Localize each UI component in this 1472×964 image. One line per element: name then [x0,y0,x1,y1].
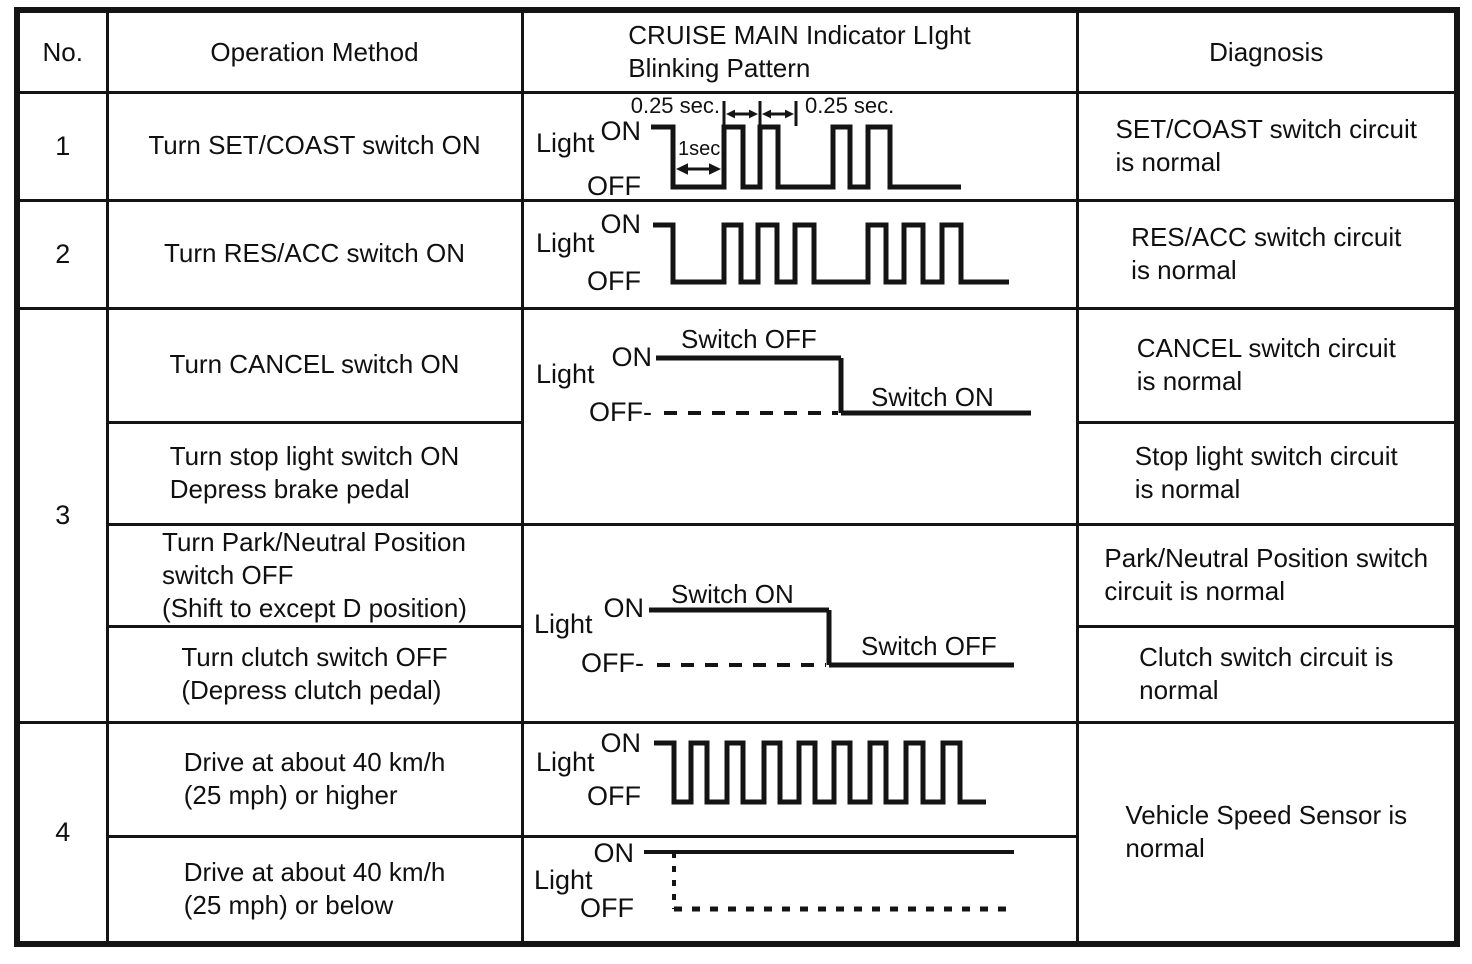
operation-text: Turn stop light switch ON Depress brake … [169,440,460,504]
header-row: No. Operation Method CRUISE MAIN Indicat… [15,8,1459,94]
operation-method-cell: Turn CANCEL switch ON [105,306,524,424]
svg-text:ON: ON [600,116,641,146]
table-row-4-higher: 4 Drive at about 40 km/h (25 mph) or hig… [15,720,1459,946]
table-row-4-below: Drive at about 40 km/h (25 mph) or below… [17,834,1457,946]
diagnosis-cell: CANCEL switch circuit is normal [1075,306,1459,424]
svg-text:OFF: OFF [587,171,641,197]
svg-text:Light: Light [536,128,595,158]
row-number: 4 [15,720,109,946]
park-neutral-clutch-waveform: Light ON OFF- Switch ON Switch OFF [534,579,1014,678]
svg-text:OFF: OFF [580,893,634,923]
column-header-pattern: CRUISE MAIN Indicator LIght Blinking Pat… [520,8,1079,94]
column-header-diagnosis: Diagnosis [1075,8,1459,94]
svg-text:ON: ON [593,838,634,868]
table-row-3-clutch: Turn clutch switch OFF (Depress clutch p… [17,624,1459,724]
row-number: 2 [15,198,109,310]
operation-text: Turn Park/Neutral Position switch OFF (S… [162,526,467,623]
svg-text:OFF-: OFF- [589,397,652,427]
diagnosis-text: Stop light switch circuit is normal [1134,440,1398,504]
diagnosis-cell: Clutch switch circuit is normal [1075,624,1459,724]
diagnosis-text: SET/COAST switch circuit is normal [1115,113,1417,177]
operation-text: Turn RES/ACC switch ON [164,238,465,269]
diagnosis-cell: Stop light switch circuit is normal [1075,420,1459,526]
operation-text: Drive at about 40 km/h (25 mph) or below [183,857,446,921]
svg-text:0.25 sec.: 0.25 sec. [805,95,894,118]
diagnosis-cell: Vehicle Speed Sensor is normal [1075,720,1459,946]
diagnosis-text: Park/Neutral Position switch circuit is … [1104,543,1429,607]
svg-text:Light: Light [536,228,595,258]
cruise-diagnostic-table: No. Operation Method CRUISE MAIN Indicat… [14,7,1460,947]
svg-text:Switch OFF: Switch OFF [861,631,997,661]
svg-text:Light: Light [534,609,593,639]
blinking-pattern-cell: Light ON OFF- Switch OFF Switch ON [520,306,1079,526]
operation-method-cell: Turn SET/COAST switch ON [105,90,524,202]
blinking-pattern-cell: Light ON OFF- Switch ON Switch OFF [520,522,1079,724]
svg-text:ON: ON [600,209,641,239]
svg-text:ON: ON [611,342,652,372]
column-header-operation: Operation Method [105,8,524,94]
operation-method-cell: Drive at about 40 km/h (25 mph) or below [105,834,524,946]
row-number: 1 [15,90,109,202]
svg-text:ON: ON [603,593,644,623]
column-header-no: No. [15,8,109,94]
operation-method-cell: Turn stop light switch ON Depress brake … [105,420,524,526]
operation-method-cell: Drive at about 40 km/h (25 mph) or highe… [105,720,524,838]
operation-method-cell: Turn Park/Neutral Position switch OFF (S… [105,522,524,628]
svg-text:Light: Light [536,359,595,389]
svg-text:1sec.: 1sec. [678,138,726,160]
operation-text: Turn clutch switch OFF (Depress clutch p… [181,642,448,706]
table-row-3-stop-light: Turn stop light switch ON Depress brake … [17,420,1459,526]
row-number: 3 [15,306,109,724]
operation-text: Drive at about 40 km/h (25 mph) or highe… [183,747,446,811]
operation-text: Turn CANCEL switch ON [169,349,460,380]
svg-text:OFF: OFF [587,266,641,296]
svg-text:Switch ON: Switch ON [871,382,994,412]
diagnosis-text: RES/ACC switch circuit is normal [1131,221,1402,285]
svg-text:OFF: OFF [587,781,641,811]
operation-text: Turn SET/COAST switch ON [148,130,481,161]
diagnosis-cell: Park/Neutral Position switch circuit is … [1075,522,1459,628]
pattern-header-text: CRUISE MAIN Indicator LIght Blinking Pat… [628,20,971,83]
svg-text:ON: ON [600,728,641,758]
diagnosis-text: CANCEL switch circuit is normal [1136,332,1396,396]
operation-method-cell: Turn clutch switch OFF (Depress clutch p… [105,624,524,724]
diagnosis-text: Clutch switch circuit is normal [1139,642,1394,706]
diagnosis-text: Vehicle Speed Sensor is normal [1125,800,1408,864]
svg-text:Light: Light [536,747,595,777]
svg-text:Light: Light [534,865,593,895]
diagnosis-cell: SET/COAST switch circuit is normal [1075,90,1459,202]
svg-text:Switch OFF: Switch OFF [681,324,817,354]
svg-text:Switch ON: Switch ON [671,579,794,609]
table-row-3-park-neutral: Turn Park/Neutral Position switch OFF (S… [17,522,1459,724]
diagnosis-cell: RES/ACC switch circuit is normal [1075,198,1459,310]
cancel-switch-waveform: Light ON OFF- Switch OFF Switch ON [536,324,1031,427]
operation-method-cell: Turn RES/ACC switch ON [105,198,524,310]
svg-text:OFF-: OFF- [581,648,644,678]
svg-text:0.25 sec.: 0.25 sec. [630,95,719,118]
